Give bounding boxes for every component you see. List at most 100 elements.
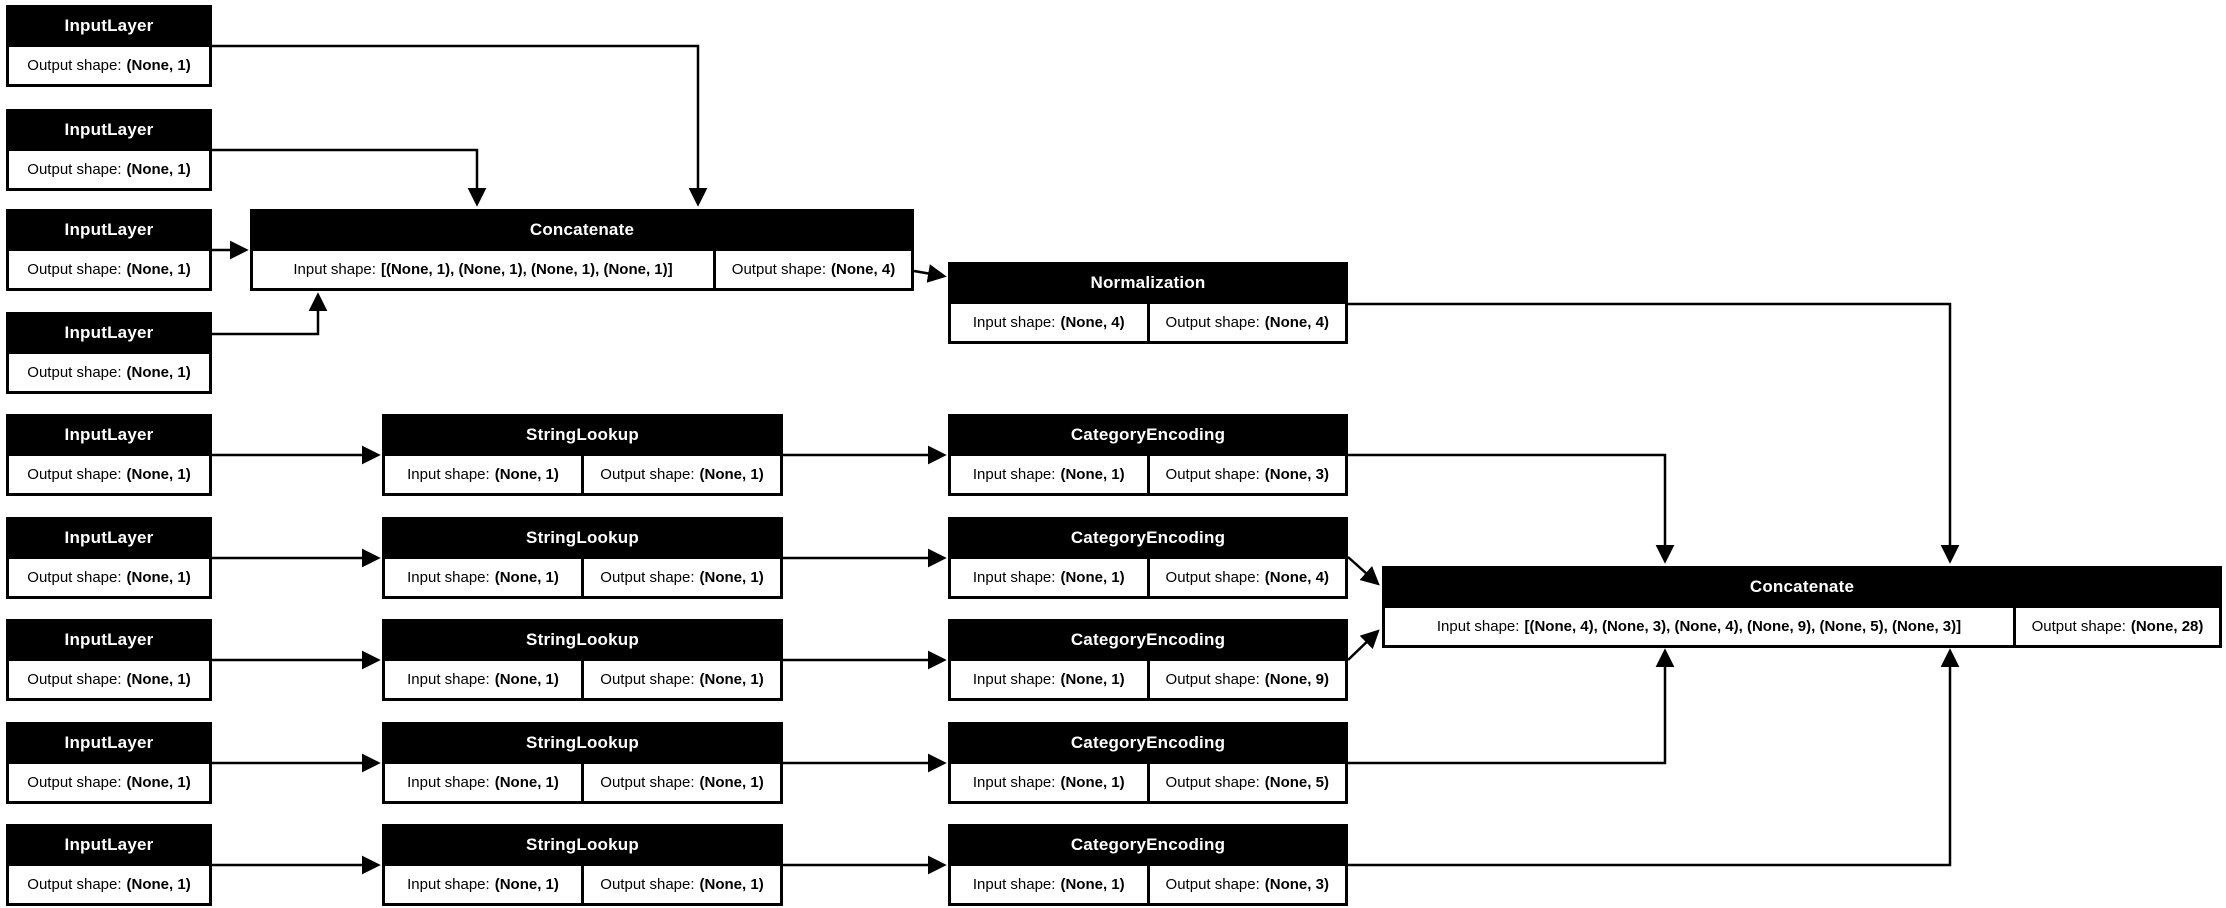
node-body: Input shape: (None, 4) Output shape: (No… [948, 304, 1348, 344]
cell-label: Output shape: [600, 774, 695, 791]
cell-value: (None, 9) [1264, 671, 1329, 688]
node-inputlayer-row3: InputLayer Output shape: (None, 1) [6, 619, 212, 701]
node-inputlayer-3: InputLayer Output shape: (None, 1) [6, 209, 212, 291]
output-shape-cell: Output shape: (None, 1) [9, 456, 209, 493]
output-shape-cell: Output shape: (None, 1) [9, 47, 209, 84]
cell-value: (None, 1) [126, 774, 191, 791]
node-body: Output shape: (None, 1) [6, 251, 212, 291]
cell-label: Output shape: [600, 466, 695, 483]
cell-label: Output shape: [600, 671, 695, 688]
input-shape-cell: Input shape: (None, 1) [385, 559, 581, 596]
input-shape-cell: Input shape: (None, 1) [951, 661, 1147, 698]
cell-value: (None, 1) [1060, 569, 1125, 586]
cell-label: Output shape: [1165, 466, 1260, 483]
output-shape-cell: Output shape: (None, 1) [584, 559, 780, 596]
cell-label: Input shape: [972, 671, 1056, 688]
node-stringlookup-row3: StringLookup Input shape: (None, 1) Outp… [382, 619, 783, 701]
cell-label: Input shape: [972, 774, 1056, 791]
cell-label: Output shape: [600, 876, 695, 893]
output-shape-cell: Output shape: (None, 28) [2016, 608, 2219, 645]
input-shape-cell: Input shape: (None, 1) [951, 866, 1147, 903]
cell-label: Input shape: [972, 569, 1056, 586]
input-shape-cell: Input shape: (None, 1) [385, 661, 581, 698]
output-shape-cell: Output shape: (None, 4) [1149, 559, 1345, 596]
node-categoryencoding-row5: CategoryEncoding Input shape: (None, 1) … [948, 824, 1348, 906]
cell-value: (None, 1) [494, 671, 559, 688]
edge-input1-concat1 [212, 44, 708, 207]
node-title: CategoryEncoding [1070, 528, 1226, 547]
output-shape-cell: Output shape: (None, 1) [584, 661, 780, 698]
output-shape-cell: Output shape: (None, 4) [716, 251, 911, 288]
input-shape-cell: Input shape: [(None, 4), (None, 3), (Non… [1385, 608, 2013, 645]
node-normalization: Normalization Input shape: (None, 4) Out… [948, 262, 1348, 344]
cell-label: Input shape: [407, 569, 490, 586]
node-body: Input shape: (None, 1) Output shape: (No… [948, 456, 1348, 496]
input-shape-cell: Input shape: (None, 1) [385, 764, 581, 801]
cell-label: Input shape: [407, 466, 490, 483]
output-shape-cell: Output shape: (None, 1) [9, 661, 209, 698]
node-body: Output shape: (None, 1) [6, 456, 212, 496]
cell-value: (None, 4) [831, 261, 896, 278]
cell-label: Output shape: [27, 466, 122, 483]
node-title: StringLookup [526, 425, 639, 444]
node-title: InputLayer [64, 120, 154, 139]
cell-value: (None, 1) [126, 364, 191, 381]
cell-value: (None, 1) [1060, 671, 1125, 688]
cell-label: Input shape: [407, 671, 490, 688]
cell-label: Output shape: [27, 161, 122, 178]
cell-label: Output shape: [1165, 876, 1260, 893]
node-body: Input shape: (None, 1) Output shape: (No… [382, 559, 783, 599]
cell-label: Output shape: [1165, 774, 1260, 791]
node-title: InputLayer [64, 323, 154, 342]
node-inputlayer-row1: InputLayer Output shape: (None, 1) [6, 414, 212, 496]
node-concatenate-2: Concatenate Input shape: [(None, 4), (No… [1382, 566, 2222, 648]
cell-label: Output shape: [1165, 569, 1260, 586]
node-title: Normalization [1090, 273, 1206, 292]
cell-label: Input shape: [407, 876, 490, 893]
node-body: Input shape: (None, 1) Output shape: (No… [382, 661, 783, 701]
cell-value: (None, 1) [699, 671, 764, 688]
cell-label: Input shape: [972, 466, 1056, 483]
cell-value: (None, 1) [1060, 466, 1125, 483]
input-shape-cell: Input shape: (None, 1) [385, 866, 581, 903]
cell-value: (None, 1) [126, 569, 191, 586]
input-shape-cell: Input shape: (None, 1) [385, 456, 581, 493]
node-body: Input shape: (None, 1) Output shape: (No… [948, 866, 1348, 906]
node-stringlookup-row2: StringLookup Input shape: (None, 1) Outp… [382, 517, 783, 599]
cell-value: (None, 1) [126, 57, 191, 74]
cell-label: Input shape: [972, 314, 1056, 331]
cell-value: (None, 1) [494, 466, 559, 483]
edge-encode1-concat2 [1348, 453, 1675, 564]
node-inputlayer-2: InputLayer Output shape: (None, 1) [6, 109, 212, 191]
input-shape-cell: Input shape: (None, 4) [951, 304, 1147, 341]
node-inputlayer-1: InputLayer Output shape: (None, 1) [6, 5, 212, 87]
output-shape-cell: Output shape: (None, 1) [9, 251, 209, 288]
output-shape-cell: Output shape: (None, 1) [584, 764, 780, 801]
node-title: CategoryEncoding [1070, 425, 1226, 444]
node-title: StringLookup [526, 733, 639, 752]
cell-label: Output shape: [27, 57, 122, 74]
node-body: Input shape: (None, 1) Output shape: (No… [382, 456, 783, 496]
cell-label: Input shape: [293, 261, 376, 278]
output-shape-cell: Output shape: (None, 1) [9, 151, 209, 188]
node-title: StringLookup [526, 835, 639, 854]
node-title: StringLookup [526, 630, 639, 649]
node-body: Output shape: (None, 1) [6, 764, 212, 804]
cell-value: (None, 4) [1264, 569, 1329, 586]
edge-input2-concat1 [212, 148, 487, 207]
cell-value: (None, 1) [1060, 774, 1125, 791]
node-body: Input shape: [(None, 4), (None, 3), (Non… [1382, 608, 2222, 648]
output-shape-cell: Output shape: (None, 1) [9, 764, 209, 801]
cell-label: Output shape: [27, 671, 122, 688]
cell-label: Output shape: [27, 876, 122, 893]
cell-value: (None, 1) [699, 466, 764, 483]
node-body: Input shape: (None, 1) Output shape: (No… [382, 764, 783, 804]
output-shape-cell: Output shape: (None, 5) [1149, 764, 1345, 801]
node-title: InputLayer [64, 425, 154, 444]
edge-encode3-concat2 [1347, 629, 1380, 661]
node-concatenate-1: Concatenate Input shape: [(None, 1), (No… [250, 209, 914, 291]
node-categoryencoding-row1: CategoryEncoding Input shape: (None, 1) … [948, 414, 1348, 496]
node-title: Concatenate [529, 220, 635, 239]
output-shape-cell: Output shape: (None, 1) [9, 866, 209, 903]
